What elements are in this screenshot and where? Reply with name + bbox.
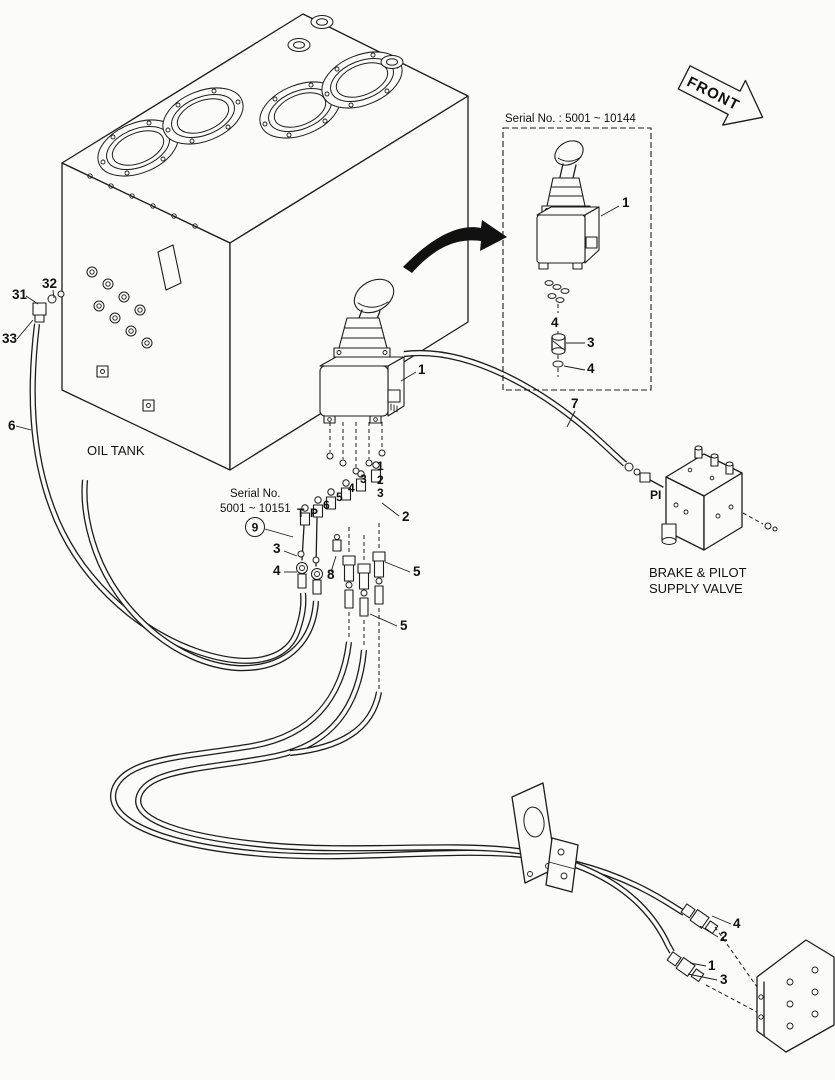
port-label-1: 1 <box>377 459 384 473</box>
port-label-T: T <box>297 506 305 520</box>
port-label-3: 3 <box>360 472 367 486</box>
callout-1: 1 <box>622 195 630 210</box>
mounting-plate <box>756 939 835 1053</box>
pi-label: PI <box>650 488 661 502</box>
brake-pilot-supply-valve <box>661 445 778 551</box>
inset-serial-label: Serial No. : 5001 ~ 10144 <box>505 113 636 125</box>
oil-tank-label: OIL TANK <box>87 443 145 458</box>
hose-end-fittings <box>665 902 758 1013</box>
filler-cap <box>380 55 404 69</box>
main-serial-line1: Serial No. <box>230 488 281 500</box>
callout-7: 7 <box>571 396 579 411</box>
hose-clamp <box>511 782 579 893</box>
text-labels: OIL TANK Serial No. : 5001 ~ 10144 Seria… <box>87 113 747 596</box>
callout-4: 4 <box>551 315 559 330</box>
port-label-3: 3 <box>377 486 384 500</box>
filler-cap <box>287 38 311 52</box>
port-label-5: 5 <box>336 490 343 504</box>
callout-8: 8 <box>327 567 335 582</box>
callout-4: 4 <box>587 361 595 376</box>
tank-elbow-fitting <box>32 290 65 323</box>
filler-cap <box>310 15 334 29</box>
circled-callout-label: 9 <box>252 521 259 535</box>
callout-4: 4 <box>273 563 281 578</box>
circled-callout-ring <box>245 517 265 537</box>
port-label-4: 4 <box>348 481 355 495</box>
callout-1: 1 <box>418 362 426 377</box>
main-serial-line2: 5001 ~ 10151 <box>220 503 291 515</box>
callout-3: 3 <box>720 972 728 987</box>
callout-31: 31 <box>12 287 28 302</box>
oil-tank <box>61 13 469 471</box>
leader-lines <box>15 205 732 981</box>
callout-1: 1 <box>708 958 716 973</box>
callout-6: 6 <box>8 418 16 433</box>
inset-detail <box>502 127 652 391</box>
callout-3: 3 <box>273 541 281 556</box>
port-label-P: P <box>310 506 318 520</box>
valve-label-line1: BRAKE & PILOT <box>649 565 747 580</box>
callout-5: 5 <box>413 564 421 579</box>
callout-5: 5 <box>400 618 408 633</box>
valve-label-line2: SUPPLY VALVE <box>649 581 743 596</box>
front-arrow: FRONT <box>677 65 764 126</box>
callout-4: 4 <box>733 916 741 931</box>
callout-3: 3 <box>587 335 595 350</box>
tank-edge-bolts <box>87 173 198 229</box>
tank-face-fittings <box>86 244 182 412</box>
valve-port-fittings <box>296 422 386 617</box>
port-label-6: 6 <box>323 498 330 512</box>
callout-2: 2 <box>402 509 410 524</box>
callout-2: 2 <box>720 929 728 944</box>
callout-32: 32 <box>42 276 57 291</box>
hose7-fitting <box>624 462 664 488</box>
port-label-2: 2 <box>377 473 384 487</box>
detail-arrow <box>403 220 507 273</box>
callout-33: 33 <box>2 331 18 346</box>
pilot-valve-assembly <box>319 278 405 424</box>
